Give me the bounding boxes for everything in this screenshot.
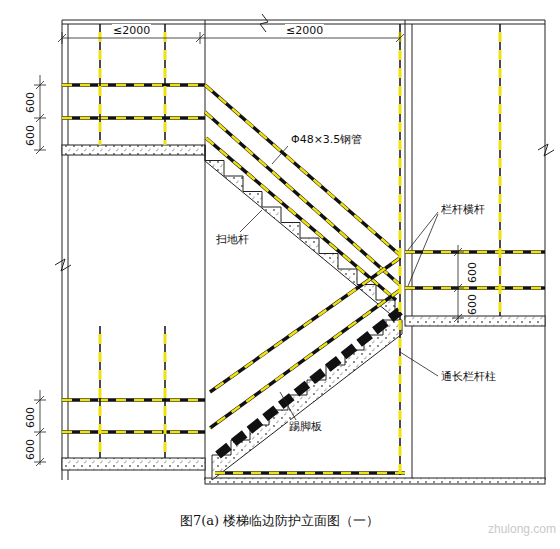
toe-board-label: 踢脚板 [288,420,323,433]
railing-pipe [99,24,101,145]
railing-pipe [205,112,400,285]
structure-lines [55,14,554,482]
post-label: 通长栏杆柱 [440,370,497,383]
dimension-text: 600 [24,439,37,460]
railing-pipe [210,290,400,428]
railing-stripe [99,24,102,145]
railing-pipe [62,116,205,120]
railing-stripe [164,326,167,458]
lower-stair-flight [212,320,402,480]
dimension-text: 600 [24,92,37,113]
railing-stripe [210,258,400,392]
pipe-label: Φ48×3.5钢管 [290,133,363,146]
railing-stripe [405,287,545,290]
dimension-text: ≤2000 [112,24,151,37]
railing-stripe [206,138,396,300]
railing-pipe [62,430,205,434]
dimension-text: 600 [466,262,479,283]
railing-stripe [205,85,400,255]
railing-stripe [99,326,102,458]
railing-stripe [399,24,402,475]
watermark: zhulong.com [488,523,556,536]
railing-pipe [405,250,545,254]
railing-pipe [99,326,101,458]
upper-stair-flight [205,145,395,318]
railing-stripe [164,24,167,145]
railing-stripe [205,112,400,285]
railing-stripe [62,399,205,402]
dimension-text: 600 [466,294,479,315]
dimension-text: ≤2000 [285,24,324,37]
railing-pipe [164,24,166,145]
railing-pipe [164,326,166,458]
railing-pipe [210,258,400,392]
railing-pipe [205,85,400,255]
railing-stripe [62,84,205,87]
railing-pipe [399,24,401,475]
railing-pipes [62,24,545,475]
toe-board [218,311,400,455]
railing-stripe [210,290,400,428]
figure-caption: 图7(a) 楼梯临边防护立面图（一） [180,514,379,527]
railing-stripe [405,251,545,254]
railing-stripe [62,117,205,120]
railing-stripe [215,472,405,475]
railing-pipe [499,24,501,316]
dimension-lines [34,32,464,466]
dimension-text: 600 [24,125,37,146]
rail-label: 栏杆横杆 [440,203,486,216]
sweep-rod-label: 扫地杆 [215,233,250,246]
railing-pipe [206,138,396,300]
floor-slabs [62,145,545,484]
railing-pipe [405,286,545,290]
railing-pipe [215,471,405,475]
railing-stripe [62,431,205,434]
railing-pipe [62,398,205,402]
leader-lines [240,146,438,420]
dimension-text: 600 [24,407,37,428]
railing-pipe [62,83,205,87]
railing-stripe [499,24,502,316]
